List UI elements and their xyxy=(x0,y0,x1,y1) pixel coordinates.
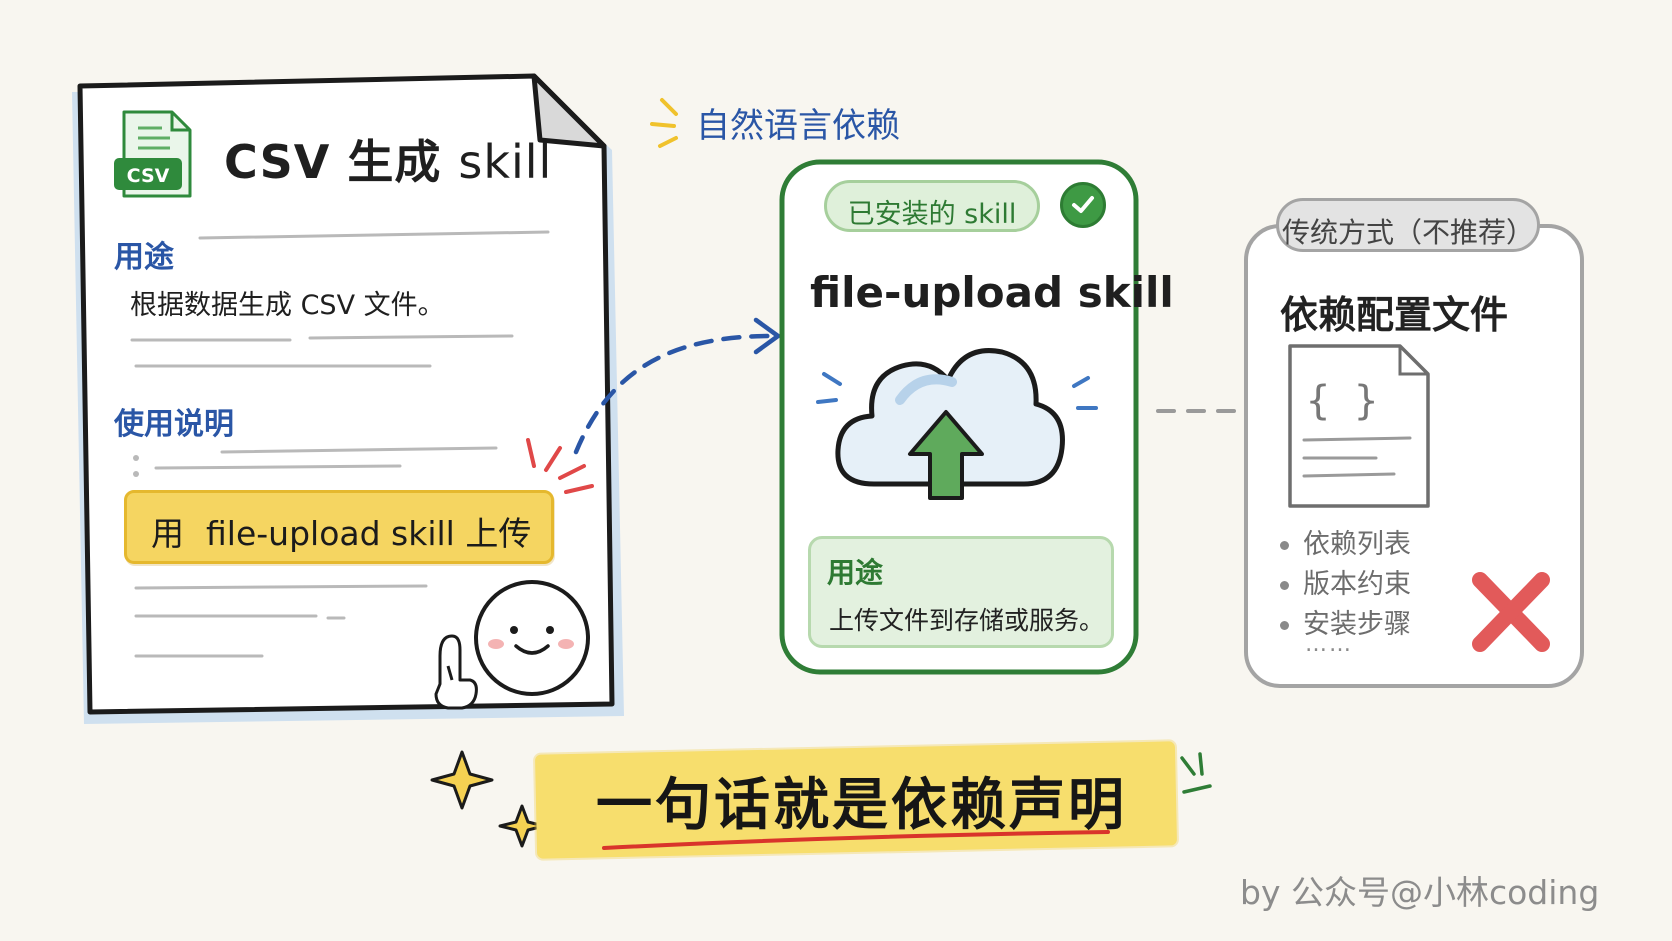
document-text-lines xyxy=(130,230,550,658)
cloud-sparkle xyxy=(816,372,1098,410)
emphasis-marks xyxy=(526,438,594,494)
dependency-arrow xyxy=(573,333,775,455)
smiley-face-icon xyxy=(474,580,590,696)
usage-heading: 使用说明 xyxy=(114,407,234,442)
traditional-list-item: 安装步骤 xyxy=(1280,602,1411,641)
traditional-badge-label: 传统方式（不推荐） xyxy=(1281,216,1534,249)
cross-icon xyxy=(1472,572,1550,652)
traditional-badge: 传统方式（不推荐） xyxy=(1276,198,1540,252)
bullet-dot xyxy=(1280,621,1289,630)
csv-skill-title-main: CSV 生成 xyxy=(224,135,442,189)
config-file-glyph: { } xyxy=(1306,378,1378,424)
traditional-list-item-label: 依赖列表 xyxy=(1303,529,1411,560)
purpose-heading: 用途 xyxy=(114,240,174,275)
dependency-highlight-text: 用 file-upload skill 上传 xyxy=(151,507,531,555)
annotation-sparkle xyxy=(650,98,678,148)
headline: 一句话就是依赖声明 xyxy=(596,773,1127,838)
traditional-list-item: 版本约束 xyxy=(1280,562,1411,601)
check-circle-icon xyxy=(1060,182,1106,228)
document-fold xyxy=(531,73,607,149)
purpose-text: 根据数据生成 CSV 文件。 xyxy=(130,290,445,321)
csv-file-icon-label: CSV xyxy=(127,165,170,187)
traditional-list-item: 依赖列表 xyxy=(1280,522,1411,561)
traditional-list-item-label: 安装步骤 xyxy=(1303,609,1411,640)
pointing-hand-icon xyxy=(434,634,478,710)
author-byline: by 公众号@小林coding xyxy=(1240,873,1600,912)
highlight-rest: file-upload skill 上传 xyxy=(206,514,532,553)
traditional-title: 依赖配置文件 xyxy=(1280,293,1509,337)
file-upload-purpose-text: 上传文件到存储或服务。 xyxy=(829,606,1105,635)
dependency-highlight: 用 file-upload skill 上传 xyxy=(124,490,554,564)
csv-skill-title: CSV 生成 skill xyxy=(224,126,552,192)
bullet-dot xyxy=(1280,541,1289,550)
file-upload-skill-title: file-upload skill xyxy=(810,268,1174,317)
highlight-verb: 用 xyxy=(151,514,184,553)
csv-skill-title-suffix: skill xyxy=(458,135,553,189)
headline-underline xyxy=(602,830,1110,850)
config-file-icon: { } xyxy=(1288,344,1430,508)
file-upload-purpose-heading: 用途 xyxy=(827,556,884,589)
natural-language-annotation: 自然语言依赖 xyxy=(696,106,900,146)
csv-file-icon: CSV xyxy=(114,110,192,198)
traditional-list-item-label: 版本约束 xyxy=(1303,569,1411,600)
traditional-list-ellipsis: …… xyxy=(1305,632,1353,657)
installed-badge-label: 已安装的 skill xyxy=(847,199,1017,230)
cloud-upload-icon xyxy=(835,348,1065,500)
headline-sparkle xyxy=(1180,752,1212,794)
file-upload-purpose-box: 用途 上传文件到存储或服务。 xyxy=(808,536,1114,648)
sparkle-icon xyxy=(430,750,546,848)
installed-badge: 已安装的 skill xyxy=(824,180,1040,232)
bullet-dot xyxy=(1280,581,1289,590)
